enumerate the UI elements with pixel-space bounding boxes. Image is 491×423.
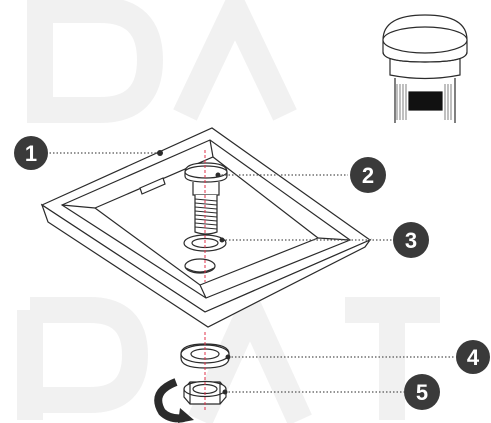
pop-up-waste-detail-icon (382, 14, 468, 123)
leader-dots (157, 150, 231, 395)
callout-3: 3 (393, 222, 429, 258)
callout-1-label: 1 (25, 141, 37, 166)
callout-4: 4 (456, 340, 490, 374)
callout-3-label: 3 (405, 228, 417, 253)
pop-up-plug (184, 162, 228, 235)
tighten-arrow-icon (154, 378, 194, 423)
callout-2-label: 2 (362, 163, 374, 188)
callout-4-label: 4 (467, 345, 480, 370)
leader-lines (46, 152, 455, 393)
callout-1: 1 (14, 136, 48, 170)
callout-2: 2 (350, 157, 386, 193)
callout-5-label: 5 (416, 380, 428, 405)
callout-5: 5 (404, 374, 440, 410)
